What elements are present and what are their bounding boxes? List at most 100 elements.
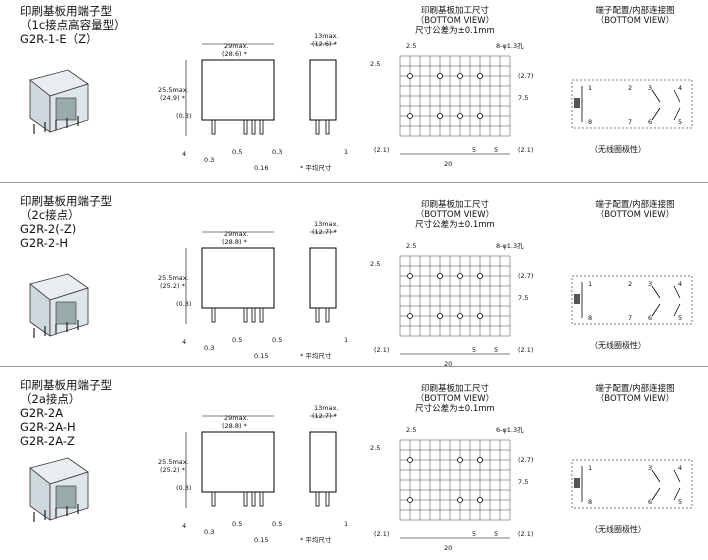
dim-label-d5: 1 (344, 336, 349, 344)
pcb-label-b1: (2.1) (374, 346, 390, 354)
relay-pin (243, 491, 248, 507)
relay-pin (251, 119, 256, 135)
conn-pin-label: 1 (588, 84, 593, 92)
pcb-header: 印刷基板加工尺寸（BOTTOM VIEW）尺寸公差为±0.1mm (400, 6, 510, 36)
relay-pin (251, 491, 256, 507)
contact-line (673, 285, 681, 299)
conn-pin-label: 5 (678, 498, 683, 506)
pcb-label-b2: 20 (444, 360, 453, 368)
conn-pin-label: 4 (678, 464, 683, 472)
title-line: G2R-1-E（Z） (20, 32, 98, 46)
pcb-label-top: 2.5 (406, 242, 417, 250)
dim-label-d5: 1 (344, 520, 349, 528)
relay-side-outline (309, 431, 337, 493)
contact-line (651, 303, 661, 317)
dim-label-width_max: 29max. (224, 414, 249, 422)
pcb-hole (477, 497, 483, 503)
pcb-hole (457, 457, 463, 463)
dim-label-d1: 0.3 (204, 156, 215, 164)
connection-diagram (571, 79, 693, 129)
pcb-hole (477, 113, 483, 119)
pcb-label-left: 2.5 (370, 260, 381, 268)
contact-line (673, 89, 681, 103)
dim-label-note: * 平均尺寸 (300, 352, 332, 360)
pcb-hole (437, 73, 443, 79)
conn-note: （无线圈极性） (590, 145, 646, 154)
dim-label-depth_avg: (12.7) * (312, 412, 337, 420)
pcb-hole (457, 273, 463, 279)
relay-pin (211, 491, 216, 507)
title-line: 印刷基板用端子型 (20, 4, 112, 18)
pcb-label-b2: 20 (444, 544, 453, 552)
dim-label-d2: 0.5 (232, 148, 243, 156)
pcb-label-b4: 5 (494, 346, 499, 354)
dim-label-d3: 0.5 (272, 336, 283, 344)
relay-pin (259, 119, 264, 135)
coil-symbol (574, 294, 580, 304)
pcb-hole (457, 113, 463, 119)
title-line: G2R-2-H (20, 236, 69, 250)
pcb-header-line: 尺寸公差为±0.1mm (415, 220, 495, 230)
dim-label-depth_max: 13max. (314, 32, 339, 40)
conn-note: （无线圈极性） (590, 341, 646, 350)
pcb-grid (399, 255, 511, 355)
dim-label-height_max: 25.5max. (158, 458, 189, 466)
dim-label-d2: 0.5 (232, 520, 243, 528)
section-divider (0, 182, 708, 183)
relay-photo (29, 457, 89, 522)
pcb-label-r2: 7.5 (518, 478, 529, 486)
dim-label-pin_offset: (0.3) (176, 112, 192, 120)
dim-label-note: * 平均尺寸 (300, 536, 332, 544)
pcb-label-b4: 5 (494, 530, 499, 538)
relay-pin (251, 307, 256, 323)
dim-label-depth_max: 13max. (314, 220, 339, 228)
conn-pin-label: 1 (588, 280, 593, 288)
dim-label-depth_avg: (12.6) * (312, 40, 337, 48)
pcb-label-hole: 6-φ1.3孔 (496, 426, 524, 434)
conn-pin-label: 3 (648, 280, 653, 288)
conn-pin-label: 3 (648, 84, 653, 92)
dim-label-d4: 0.16 (254, 164, 269, 172)
contact-line (673, 303, 681, 317)
relay-pin (243, 119, 248, 135)
relay-pin (211, 119, 216, 135)
conn-header-line: （BOTTOM VIEW） (595, 210, 675, 220)
relay-pin (315, 119, 320, 135)
dimension-drawing (185, 415, 337, 508)
title-line: （2a接点） (20, 392, 81, 406)
pcb-hole (407, 273, 413, 279)
pcb-hole (437, 113, 443, 119)
pcb-hole (407, 313, 413, 319)
pcb-header-line: （BOTTOM VIEW） (415, 394, 495, 404)
pcb-label-left: 2.5 (370, 60, 381, 68)
conn-pin-label: 3 (648, 464, 653, 472)
dim-label-pin_len: 4 (182, 338, 187, 346)
title-line: （2c接点） (20, 208, 80, 222)
dim-label-height_avg: (25.2) * (160, 466, 185, 474)
dimension-drawing (185, 231, 337, 324)
pcb-label-r2: 7.5 (518, 294, 529, 302)
conn-pin-label: 8 (588, 118, 593, 126)
pcb-label-b1: (2.1) (374, 146, 390, 154)
conn-pin-label: 5 (678, 118, 683, 126)
pcb-label-b4: 5 (494, 146, 499, 154)
conn-header: 端子配置/内部连接图（BOTTOM VIEW） (580, 384, 690, 404)
section-title: 印刷基板用端子型（1c接点高容量型）G2R-1-E（Z） (20, 4, 126, 46)
pcb-grid (399, 55, 511, 155)
conn-note: （无线圈极性） (590, 525, 646, 534)
dimension-drawing (185, 43, 337, 136)
contact-line (673, 487, 681, 501)
pcb-label-b1: (2.1) (374, 530, 390, 538)
relay-front-outline (201, 247, 275, 309)
title-line: 印刷基板用端子型 (20, 378, 112, 392)
pcb-header-line: 印刷基板加工尺寸 (420, 6, 489, 16)
relay-front-outline (201, 59, 275, 121)
pcb-label-b3: 5 (472, 346, 477, 354)
conn-header-line: 端子配置/内部连接图 (595, 384, 675, 394)
dim-label-depth_max: 13max. (314, 404, 339, 412)
dim-label-d3: 0.5 (272, 520, 283, 528)
conn-pin-label: 8 (588, 498, 593, 506)
relay-pin (259, 307, 264, 323)
